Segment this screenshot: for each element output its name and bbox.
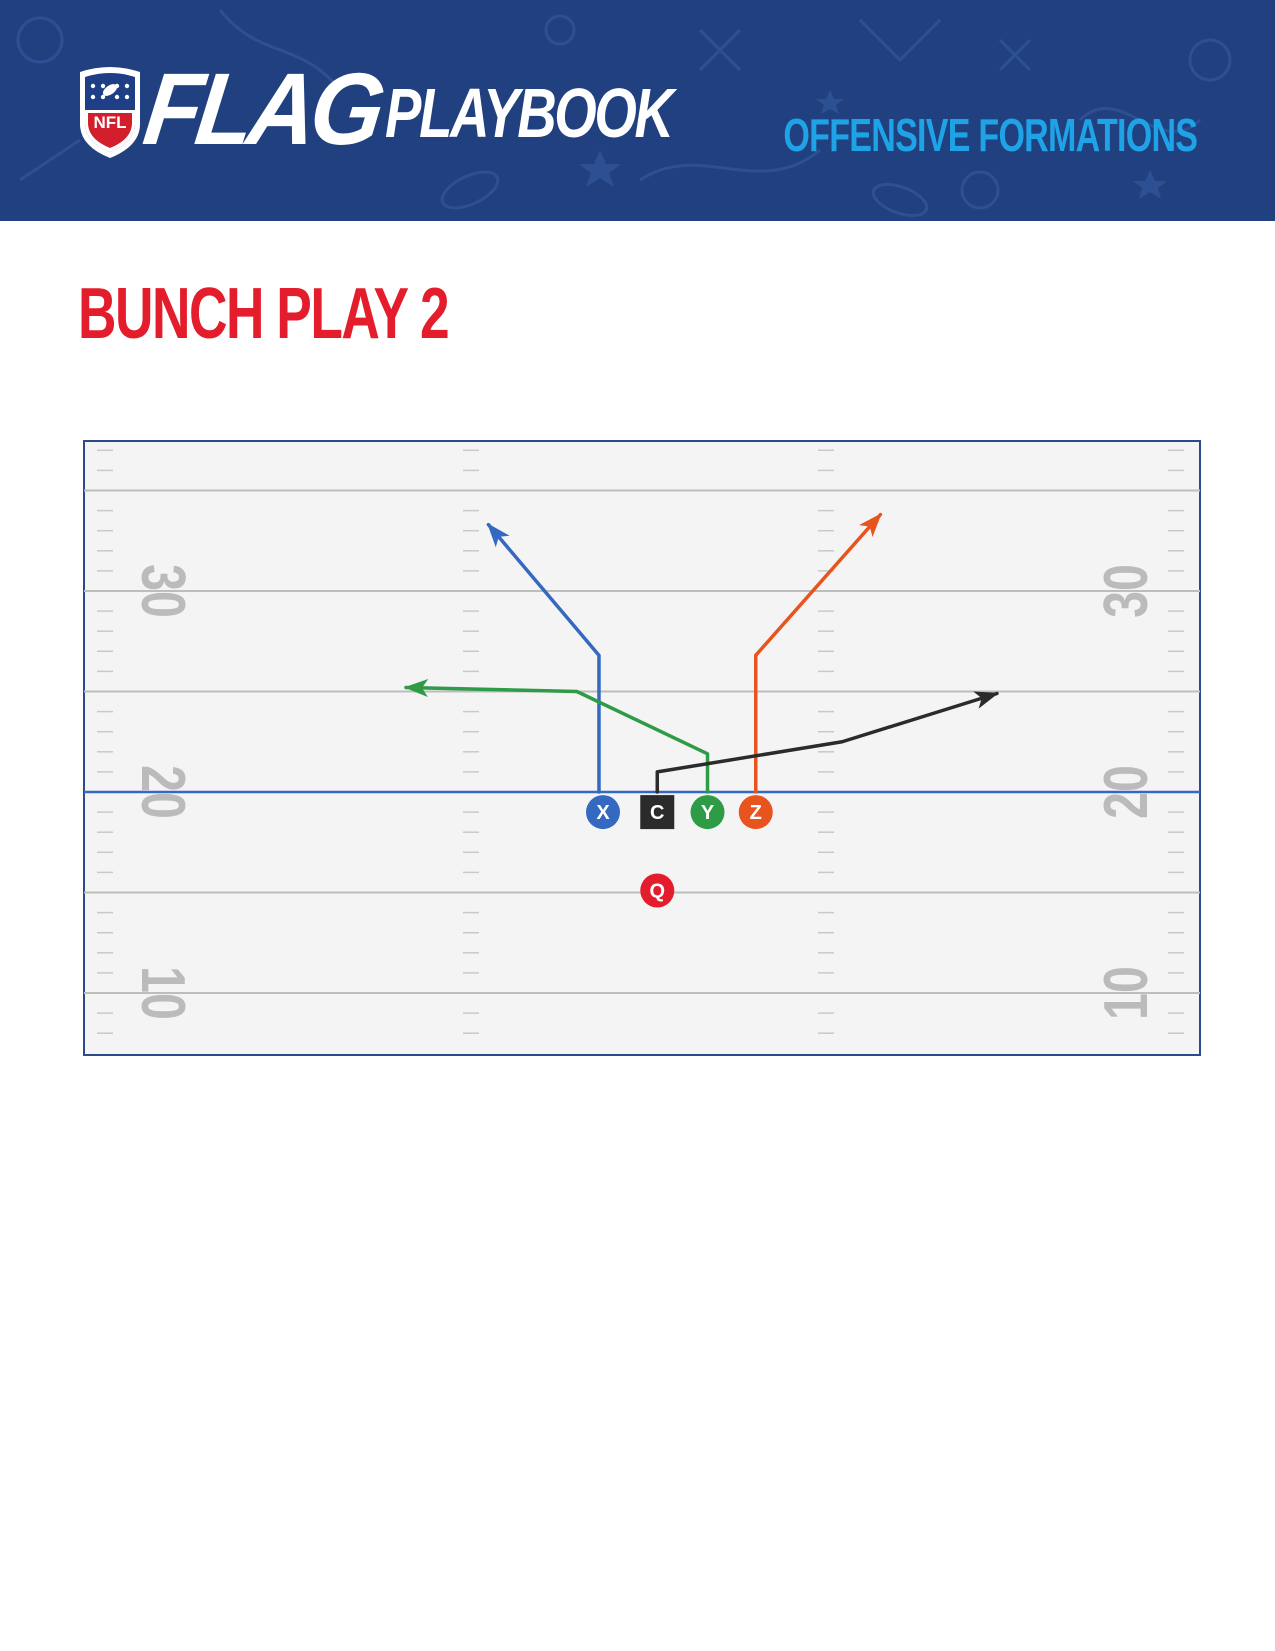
yard-number-right: 20	[1091, 765, 1160, 819]
yard-number-right: 30	[1091, 564, 1160, 618]
route-arrowhead	[973, 691, 999, 709]
player-q: Q	[640, 873, 675, 908]
route-y	[404, 685, 710, 794]
player-label: Q	[649, 880, 665, 902]
player-marker	[640, 873, 675, 908]
player-y: Y	[690, 795, 725, 830]
route-arrowhead	[487, 523, 510, 548]
route-c	[655, 691, 999, 794]
field-turf	[83, 440, 1201, 1056]
brand-playbook-wordmark: PLAYBOOK	[385, 74, 674, 152]
football-field: 30 30 20 20 10 10 X C Y Z Q	[83, 440, 1201, 1056]
players: X C Y Z Q	[586, 795, 773, 908]
player-label: Z	[750, 802, 762, 824]
route-z	[754, 512, 883, 794]
player-x: X	[586, 795, 620, 830]
player-marker	[738, 795, 773, 830]
yard-numbers: 30 30 20 20 10 10	[128, 564, 1160, 1020]
brand-flag-wordmark: FLAG	[138, 52, 387, 166]
section-title: OFFENSIVE FORMATIONS	[783, 109, 1198, 161]
yard-number-left: 20	[128, 765, 197, 819]
player-c: C	[640, 795, 675, 830]
player-z: Z	[738, 795, 773, 830]
header-banner: NFL FLAG PLAYBOOK OFFENSIVE FORMATIONS	[0, 0, 1275, 221]
player-marker	[586, 795, 620, 830]
hash-marks	[97, 449, 1184, 1034]
routes	[404, 512, 999, 794]
player-label: Y	[701, 802, 715, 824]
play-title: BUNCH PLAY 2	[78, 274, 450, 354]
player-marker	[640, 795, 675, 830]
nfl-logo-text: NFL	[93, 113, 126, 132]
player-label: C	[650, 802, 664, 824]
yard-number-right: 10	[1091, 966, 1160, 1020]
route-x	[486, 522, 601, 794]
yard-number-left: 10	[128, 966, 197, 1020]
yard-number-left: 30	[128, 564, 197, 618]
player-marker	[690, 795, 725, 830]
route-arrowhead	[404, 679, 429, 697]
nfl-shield-logo: NFL	[80, 67, 140, 158]
route-arrowhead	[859, 513, 882, 538]
header-pattern	[16, 9, 1232, 218]
player-label: X	[596, 802, 610, 824]
